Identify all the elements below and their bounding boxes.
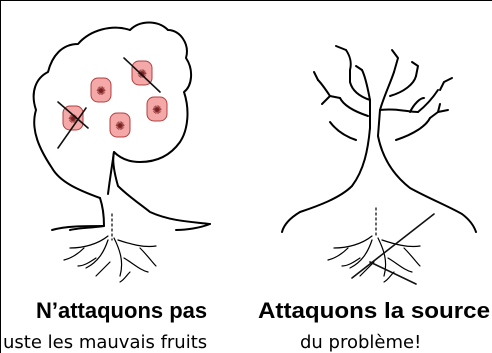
left-tree-roots	[64, 236, 156, 282]
right-caption-subtitle: du problème!	[300, 332, 421, 353]
fruit: ✺	[110, 113, 130, 137]
right-tree	[282, 46, 476, 284]
strike-line	[370, 262, 416, 284]
fruit-glyph: ✺	[152, 103, 162, 117]
fruit: ✺	[124, 58, 160, 92]
fruit-glyph: ✺	[96, 84, 106, 98]
left-caption-subtitle: uste les mauvais fruits	[3, 332, 207, 353]
fruit: ✺	[58, 102, 88, 148]
left-caption-title: N’attaquons pas	[36, 298, 207, 323]
fruit-glyph: ✺	[115, 119, 125, 133]
fruit: ✺	[147, 97, 167, 121]
right-tree-trunk-left	[282, 128, 370, 232]
left-tree: ✺ ✺ ✺ ✺ ✺	[34, 23, 210, 283]
left-tree-trunk-inner	[108, 152, 114, 194]
fruit: ✺	[91, 78, 111, 102]
right-tree-roots	[328, 236, 420, 282]
strike-line	[352, 214, 434, 278]
right-caption-title: Attaquons la source	[258, 298, 490, 323]
right-tree-trunk-right	[378, 136, 476, 232]
